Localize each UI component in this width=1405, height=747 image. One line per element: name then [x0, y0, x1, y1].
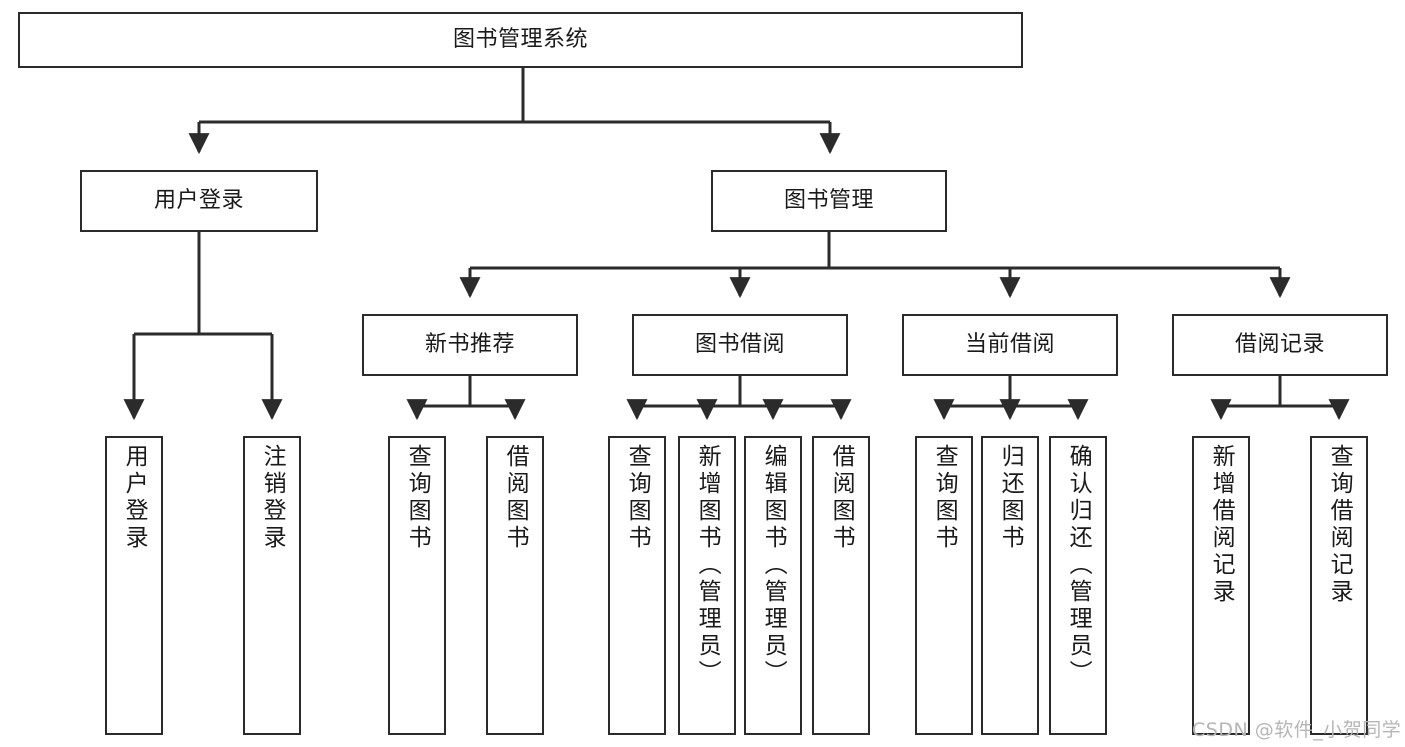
leaf-borrow-books-label: 借阅图书: [828, 444, 855, 552]
leaf-user-login-label: 用户登录: [121, 444, 148, 552]
leaf-confirm-return-admin[interactable]: 确认归还（管理员）: [1049, 436, 1107, 735]
node-new-book-recommend[interactable]: 新书推荐: [362, 314, 578, 376]
node-user-login[interactable]: 用户登录: [80, 170, 318, 232]
node-book-management[interactable]: 图书管理: [711, 170, 947, 232]
leaf-logout-label: 注销登录: [259, 444, 286, 552]
watermark-csdn: CSDN @软件_小贺同学: [1192, 719, 1402, 741]
node-borrow-records[interactable]: 借阅记录: [1172, 314, 1388, 376]
node-user-login-label: 用户登录: [153, 188, 244, 214]
leaf-edit-book-admin[interactable]: 编辑图书（管理员）: [744, 436, 802, 735]
leaf-add-book-admin-label: 新增图书（管理员）: [694, 444, 721, 687]
leaf-confirm-return-admin-label: 确认归还（管理员）: [1065, 444, 1092, 687]
leaf-add-borrow-record-label: 新增借阅记录: [1208, 444, 1235, 606]
node-book-borrow-label: 图书借阅: [694, 332, 785, 358]
node-new-book-recommend-label: 新书推荐: [424, 332, 515, 358]
leaf-query-books-recommend[interactable]: 查询图书: [388, 436, 446, 735]
leaf-query-borrow-record[interactable]: 查询借阅记录: [1310, 436, 1368, 735]
leaf-edit-book-admin-label: 编辑图书（管理员）: [760, 444, 787, 687]
node-borrow-records-label: 借阅记录: [1234, 332, 1325, 358]
leaf-return-books[interactable]: 归还图书: [981, 436, 1039, 735]
node-book-management-label: 图书管理: [783, 188, 874, 214]
node-root-system[interactable]: 图书管理系统: [18, 12, 1023, 68]
node-root-system-label: 图书管理系统: [452, 27, 588, 53]
leaf-query-books-current[interactable]: 查询图书: [915, 436, 973, 735]
leaf-add-borrow-record[interactable]: 新增借阅记录: [1192, 436, 1250, 735]
leaf-query-books-borrow[interactable]: 查询图书: [608, 436, 666, 735]
leaf-add-book-admin[interactable]: 新增图书（管理员）: [678, 436, 736, 735]
leaf-borrow-books[interactable]: 借阅图书: [812, 436, 870, 735]
leaf-borrow-books-recommend[interactable]: 借阅图书: [486, 436, 544, 735]
node-current-borrow[interactable]: 当前借阅: [902, 314, 1118, 376]
leaf-query-books-borrow-label: 查询图书: [624, 444, 651, 552]
leaf-logout[interactable]: 注销登录: [243, 436, 301, 735]
leaf-user-login[interactable]: 用户登录: [105, 436, 163, 735]
leaf-query-books-recommend-label: 查询图书: [404, 444, 431, 552]
node-book-borrow[interactable]: 图书借阅: [632, 314, 848, 376]
leaf-query-borrow-record-label: 查询借阅记录: [1326, 444, 1353, 606]
leaf-return-books-label: 归还图书: [997, 444, 1024, 552]
node-current-borrow-label: 当前借阅: [964, 332, 1055, 358]
leaf-query-books-current-label: 查询图书: [931, 444, 958, 552]
leaf-borrow-books-recommend-label: 借阅图书: [502, 444, 529, 552]
